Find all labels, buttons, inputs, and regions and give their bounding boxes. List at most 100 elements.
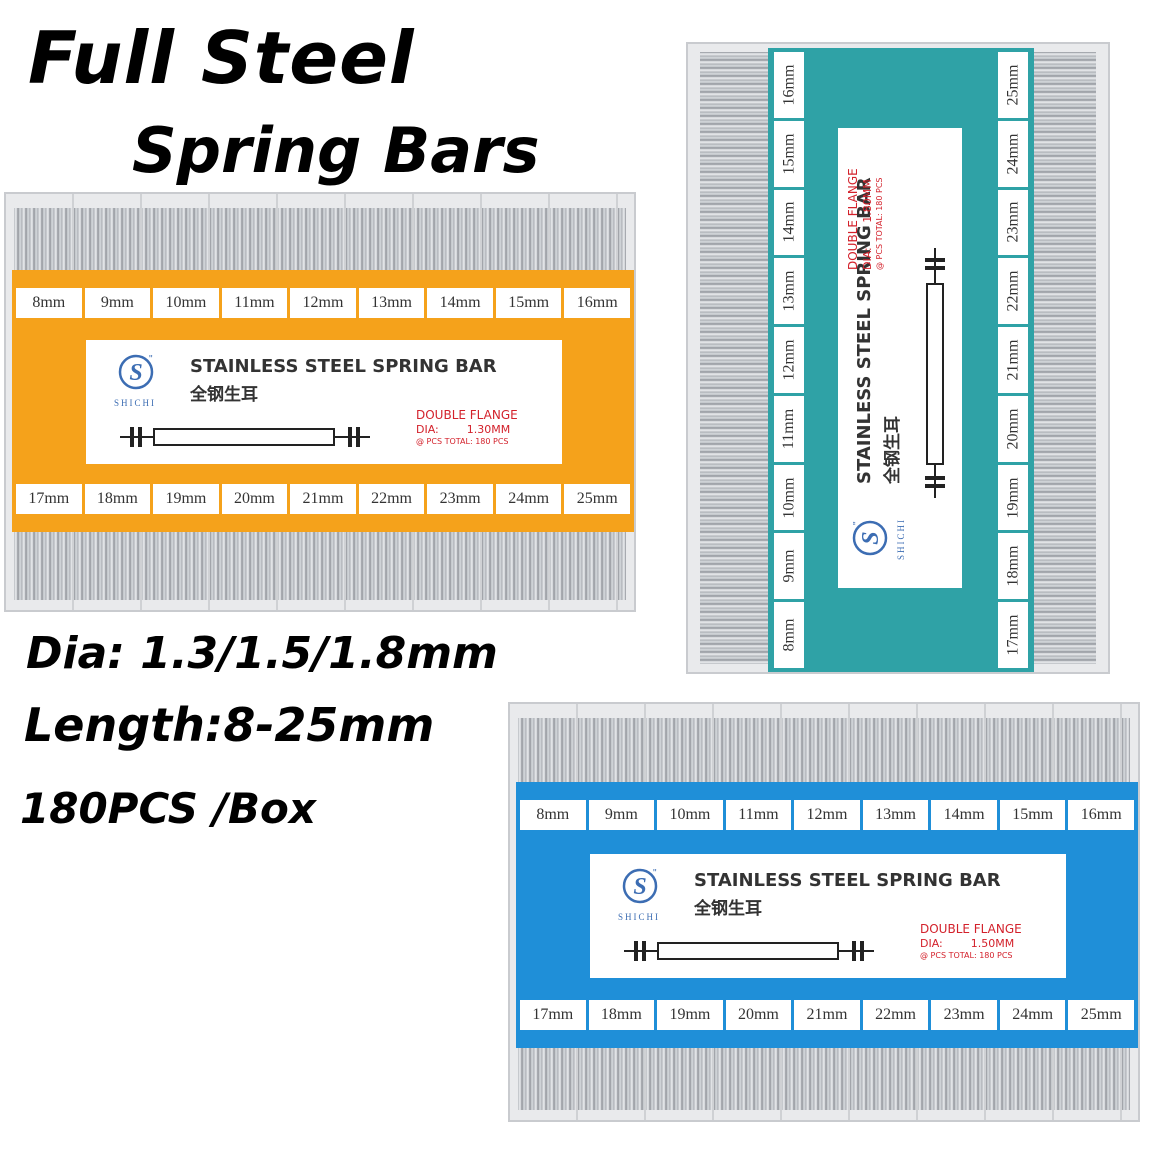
label-dia-label: DIA:	[861, 247, 874, 270]
size-cell: 11mm	[221, 288, 288, 318]
tray-orange: S" SHICHI STAINLESS STEEL SPRING BAR 全钢生…	[4, 192, 636, 612]
svg-text:": "	[653, 868, 657, 879]
size-cell: 19mm	[998, 464, 1028, 531]
size-cell: 12mm	[794, 800, 860, 830]
shichi-logo-icon: S"	[620, 866, 660, 913]
size-cell: 19mm	[153, 484, 219, 514]
size-cell: 25mm	[1068, 1000, 1134, 1030]
size-cell: 10mm	[774, 464, 804, 531]
size-cell: 23mm	[427, 484, 493, 514]
label-flange: DOUBLE FLANGE	[846, 168, 860, 270]
size-cell: 23mm	[931, 1000, 997, 1030]
size-cell: 12mm	[290, 288, 356, 318]
size-cell: 11mm	[774, 395, 804, 462]
spring-bar-icon	[624, 938, 874, 969]
label-dia-label: DIA:	[416, 423, 439, 436]
size-cell: 9mm	[588, 800, 655, 830]
brand-name: SHICHI	[896, 517, 906, 560]
size-cell: 19mm	[657, 1000, 723, 1030]
size-cell: 16mm	[774, 52, 804, 118]
size-cell: 23mm	[998, 189, 1028, 256]
label-dia-value: 1.30MM	[466, 423, 511, 436]
spec-quantity: 180PCS /Box	[20, 784, 316, 833]
label-dia-value: 1.50MM	[970, 937, 1015, 950]
size-cell: 14mm	[931, 800, 997, 830]
size-cell: 22mm	[358, 484, 425, 514]
size-cell: 9mm	[84, 288, 151, 318]
label-title: STAINLESS STEEL SPRING BAR	[694, 870, 1001, 891]
pins-left	[700, 52, 776, 664]
svg-text:": "	[149, 354, 153, 365]
svg-text:": "	[852, 521, 863, 525]
panel-blue: S" SHICHI STAINLESS STEEL SPRING BAR 全钢生…	[516, 782, 1138, 1048]
tray-blue: S" SHICHI STAINLESS STEEL SPRING BAR 全钢生…	[508, 702, 1140, 1122]
label-chinese: 全钢生耳	[694, 899, 762, 919]
svg-text:S: S	[129, 360, 142, 386]
size-cell: 21mm	[998, 327, 1028, 393]
size-cell: 10mm	[153, 288, 219, 318]
label-title: STAINLESS STEEL SPRING BAR	[190, 356, 497, 377]
size-cell: 16mm	[564, 288, 630, 318]
label-flange: DOUBLE FLANGE	[416, 408, 518, 422]
size-cell: 24mm	[999, 1000, 1066, 1030]
size-cell: 15mm	[495, 288, 562, 318]
size-cell: 16mm	[1068, 800, 1134, 830]
size-cell: 13mm	[774, 258, 804, 325]
label-specs: DOUBLE FLANGE DIA: 1.80MM @ PCS TOTAL: 1…	[846, 168, 885, 270]
size-cell: 22mm	[998, 258, 1028, 325]
product-label: S" SHICHI STAINLESS STEEL SPRING BAR 全钢生…	[86, 340, 562, 464]
size-cell: 24mm	[495, 484, 562, 514]
brand-name: SHICHI	[114, 398, 157, 408]
svg-text:S: S	[633, 874, 646, 900]
spec-length: Length:8-25mm	[24, 698, 435, 752]
label-chinese: 全钢生耳	[190, 385, 258, 405]
size-cell: 17mm	[520, 1000, 586, 1030]
label-dia-label: DIA:	[920, 937, 943, 950]
size-cell: 14mm	[774, 189, 804, 256]
size-cell: 18mm	[84, 484, 151, 514]
size-cell: 17mm	[998, 602, 1028, 668]
shichi-logo-icon: S"	[116, 352, 156, 399]
size-cell: 24mm	[998, 120, 1028, 187]
size-cell: 17mm	[16, 484, 82, 514]
panel-teal: S" SHICHI STAINLESS STEEL SPRING BAR 全钢生…	[768, 48, 1034, 672]
size-cell: 8mm	[16, 288, 82, 318]
size-cell: 12mm	[774, 327, 804, 393]
spring-bar-icon	[922, 248, 953, 498]
size-cell: 20mm	[221, 484, 288, 514]
product-label: S" SHICHI STAINLESS STEEL SPRING BAR 全钢生…	[838, 128, 962, 588]
size-cell: 18mm	[588, 1000, 655, 1030]
shichi-logo-icon: S"	[850, 518, 897, 558]
svg-text:S: S	[858, 531, 884, 544]
size-cell: 15mm	[999, 800, 1066, 830]
product-label: S" SHICHI STAINLESS STEEL SPRING BAR 全钢生…	[590, 854, 1066, 978]
spring-bar-icon	[120, 424, 370, 455]
size-cell: 20mm	[998, 395, 1028, 462]
headline-line-1: Full Steel	[28, 16, 415, 100]
size-cell: 11mm	[725, 800, 792, 830]
panel-orange: S" SHICHI STAINLESS STEEL SPRING BAR 全钢生…	[12, 270, 634, 532]
size-cell: 20mm	[725, 1000, 792, 1030]
brand-name: SHICHI	[618, 912, 661, 922]
headline-line-2: Spring Bars	[132, 114, 540, 187]
size-cell: 21mm	[794, 1000, 860, 1030]
size-cell: 13mm	[862, 800, 929, 830]
size-cell: 21mm	[290, 484, 356, 514]
label-pcs: @ PCS TOTAL: 180 PCS	[920, 950, 1013, 960]
size-cell: 9mm	[774, 533, 804, 600]
size-cell: 8mm	[520, 800, 586, 830]
size-cell: 25mm	[998, 52, 1028, 118]
label-flange: DOUBLE FLANGE	[920, 922, 1022, 936]
label-pcs: @ PCS TOTAL: 180 PCS	[874, 177, 884, 271]
size-cell: 8mm	[774, 602, 804, 668]
size-cell: 13mm	[358, 288, 425, 318]
spec-diameter: Dia: 1.3/1.5/1.8mm	[26, 628, 498, 679]
label-pcs: @ PCS TOTAL: 180 PCS	[416, 436, 509, 446]
size-cell: 25mm	[564, 484, 630, 514]
tray-teal: S" SHICHI STAINLESS STEEL SPRING BAR 全钢生…	[686, 42, 1110, 674]
label-dia-value: 1.80MM	[861, 179, 874, 223]
size-cell: 18mm	[998, 533, 1028, 600]
size-cell: 22mm	[862, 1000, 929, 1030]
label-chinese: 全钢生耳	[883, 416, 903, 484]
size-cell: 15mm	[774, 120, 804, 187]
